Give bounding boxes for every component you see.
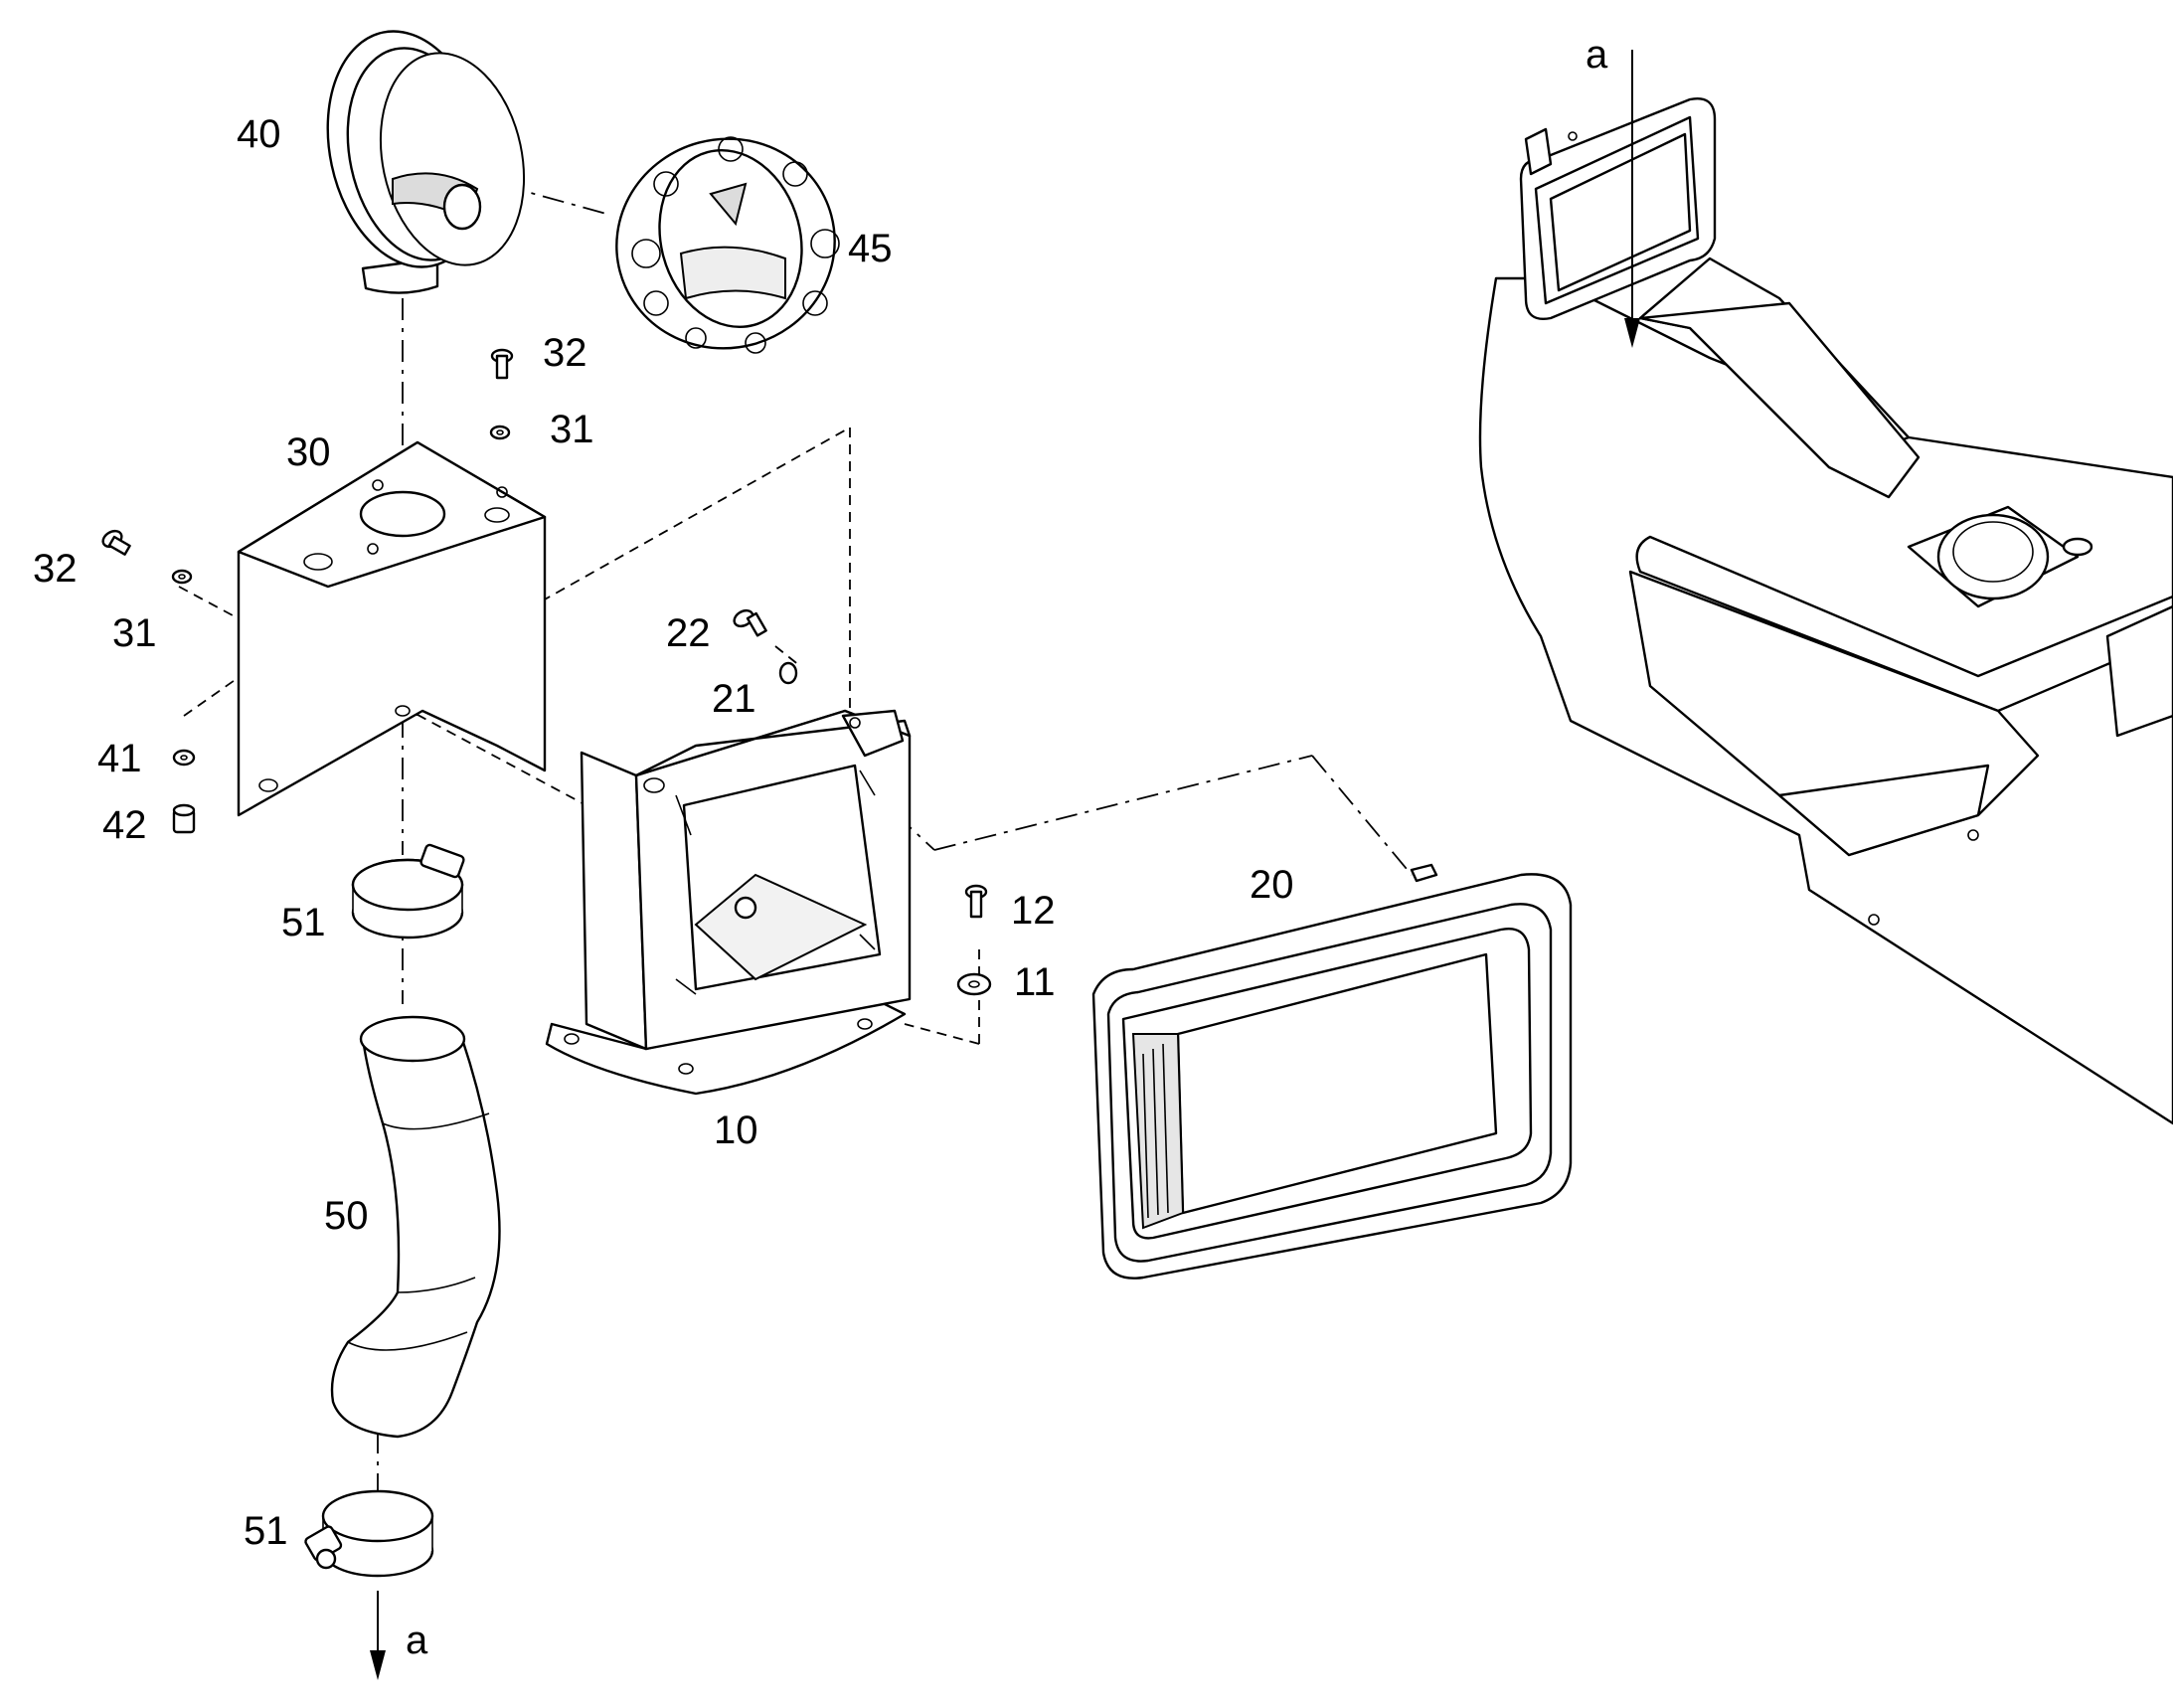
display-panel-part-20 xyxy=(1091,863,1573,1280)
screw-22 xyxy=(733,608,767,637)
callout-41: 41 xyxy=(97,737,142,780)
washer-21 xyxy=(778,661,798,685)
arrow-a-bottom xyxy=(370,1591,386,1680)
callout-32-left: 32 xyxy=(33,547,78,591)
callout-31-left: 31 xyxy=(112,611,157,655)
screw-12 xyxy=(964,884,988,919)
assembly-line-10-20-c xyxy=(1311,755,1413,876)
callout-a-bottom: a xyxy=(406,1619,428,1662)
callout-11: 11 xyxy=(1014,960,1056,1004)
callout-31-top: 31 xyxy=(550,408,594,451)
callout-21: 21 xyxy=(712,677,756,721)
callout-30: 30 xyxy=(286,430,331,474)
callout-20: 20 xyxy=(1250,863,1294,907)
hose-part-50 xyxy=(330,1015,501,1439)
round-nozzle-part-45 xyxy=(615,136,840,354)
mounting-box-part-10 xyxy=(545,709,912,1096)
vent-housing-part-40 xyxy=(326,30,526,294)
callout-50: 50 xyxy=(324,1194,369,1238)
assembly-line-30-to-10 xyxy=(496,427,851,627)
arrow-a-top xyxy=(1624,50,1640,348)
callout-42: 42 xyxy=(102,803,147,847)
callout-32-top: 32 xyxy=(543,331,587,375)
hose-clamp-part-51-lower xyxy=(304,1489,434,1578)
fasteners xyxy=(101,348,992,996)
washer-41 xyxy=(172,749,196,767)
washer-31-left xyxy=(171,569,193,585)
callout-40: 40 xyxy=(237,112,281,156)
callout-51-upper: 51 xyxy=(281,901,326,944)
assembly-line-10-20-b xyxy=(933,755,1313,851)
screw-32-top xyxy=(490,348,514,380)
assembly-line-22-21 xyxy=(774,645,801,667)
callout-10: 10 xyxy=(714,1109,758,1152)
callout-22: 22 xyxy=(666,611,711,655)
bracket-part-30 xyxy=(237,440,547,817)
washer-11 xyxy=(956,972,992,996)
callout-a-top: a xyxy=(1586,33,1608,77)
washer-31-top xyxy=(489,425,511,440)
callout-51-lower: 51 xyxy=(244,1509,288,1553)
assembly-line-11-base xyxy=(904,1023,980,1045)
callout-45: 45 xyxy=(848,227,893,270)
nut-42 xyxy=(172,803,196,834)
assembly-line-40-45 xyxy=(461,173,607,215)
screw-32-left xyxy=(101,529,131,556)
hose-clamp-part-51-upper xyxy=(351,843,465,939)
callout-12: 12 xyxy=(1011,889,1056,933)
console-assembly xyxy=(1478,97,2173,1125)
